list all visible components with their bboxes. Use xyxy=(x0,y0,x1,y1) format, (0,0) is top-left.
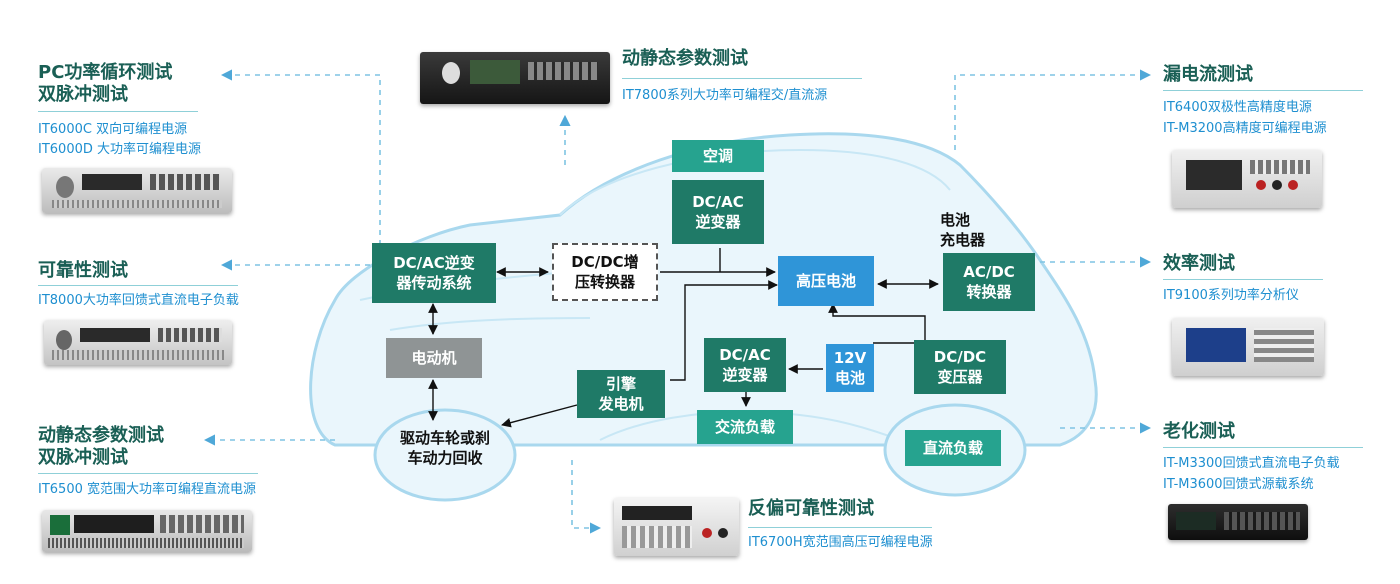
aging-title: 老化测试 xyxy=(1163,421,1235,442)
reliability-title: 可靠性测试 xyxy=(38,260,128,281)
product-it-m3600: IT-M3600回馈式源载系统 xyxy=(1163,477,1314,492)
instrument-image xyxy=(614,498,739,556)
motor-block: 电动机 xyxy=(386,338,482,378)
dynamic-left-title-1: 动静态参数测试 xyxy=(38,425,164,446)
product-it6000c: IT6000C 双向可编程电源 xyxy=(38,122,188,137)
divider xyxy=(622,78,862,79)
product-it6000d: IT6000D 大功率可编程电源 xyxy=(38,142,202,157)
divider xyxy=(1163,279,1323,280)
instrument-image xyxy=(1172,318,1324,376)
divider xyxy=(38,285,238,286)
battery-charger-label: 电池 充电器 xyxy=(940,211,986,249)
instrument-image xyxy=(1172,150,1322,208)
reverse-bias-title: 反偏可靠性测试 xyxy=(748,498,874,519)
divider xyxy=(38,473,258,474)
dcac-inverter-top-block: DC/AC 逆变器 xyxy=(672,180,764,244)
divider xyxy=(38,111,198,112)
product-it7800: IT7800系列大功率可编程交/直流源 xyxy=(622,88,828,103)
hv-battery-block: 高压电池 xyxy=(778,256,874,306)
dynamic-left-title-2: 双脉冲测试 xyxy=(38,447,128,468)
ac-load-block: 交流负载 xyxy=(697,410,793,444)
instrument-image xyxy=(420,52,610,104)
instrument-image xyxy=(42,168,232,213)
acdc-converter-block: AC/DC 转换器 xyxy=(943,253,1035,311)
battery-12v-block: 12V 电池 xyxy=(826,344,874,392)
product-it6700h: IT6700H宽范围高压可编程电源 xyxy=(748,535,933,550)
dcdc-transformer-block: DC/DC 变压器 xyxy=(914,340,1006,394)
dcac-inverter-mid-block: DC/AC 逆变器 xyxy=(704,338,786,392)
inverter-drive-block: DC/AC逆变 器传动系统 xyxy=(372,243,496,303)
pc-cycle-title-2: 双脉冲测试 xyxy=(38,84,128,105)
product-it-m3200: IT-M3200高精度可编程电源 xyxy=(1163,121,1327,136)
engine-generator-block: 引擎 发电机 xyxy=(577,370,665,418)
divider xyxy=(748,527,932,528)
air-conditioner-block: 空调 xyxy=(672,140,764,172)
divider xyxy=(1163,90,1363,91)
product-it9100: IT9100系列功率分析仪 xyxy=(1163,288,1299,303)
product-it6400: IT6400双极性高精度电源 xyxy=(1163,100,1312,115)
dynamic-top-title: 动静态参数测试 xyxy=(622,48,748,69)
product-it6500: IT6500 宽范围大功率可编程直流电源 xyxy=(38,482,256,497)
dcdc-boost-block: DC/DC增 压转换器 xyxy=(552,243,658,301)
pc-cycle-title-1: PC功率循环测试 xyxy=(38,62,173,83)
efficiency-title: 效率测试 xyxy=(1163,253,1235,274)
car-body xyxy=(309,132,1098,447)
drive-wheel-label: 驱动车轮或刹 车动力回收 xyxy=(399,429,490,467)
product-it8000: IT8000大功率回馈式直流电子负载 xyxy=(38,293,239,308)
divider xyxy=(1163,447,1363,448)
rear-wheel xyxy=(373,408,517,502)
instrument-image xyxy=(44,320,232,365)
dc-load-block: 直流负载 xyxy=(905,430,1001,466)
instrument-image xyxy=(1168,504,1308,540)
instrument-image xyxy=(42,510,252,552)
leakage-title: 漏电流测试 xyxy=(1163,64,1253,85)
product-it-m3300: IT-M3300回馈式直流电子负载 xyxy=(1163,456,1340,471)
